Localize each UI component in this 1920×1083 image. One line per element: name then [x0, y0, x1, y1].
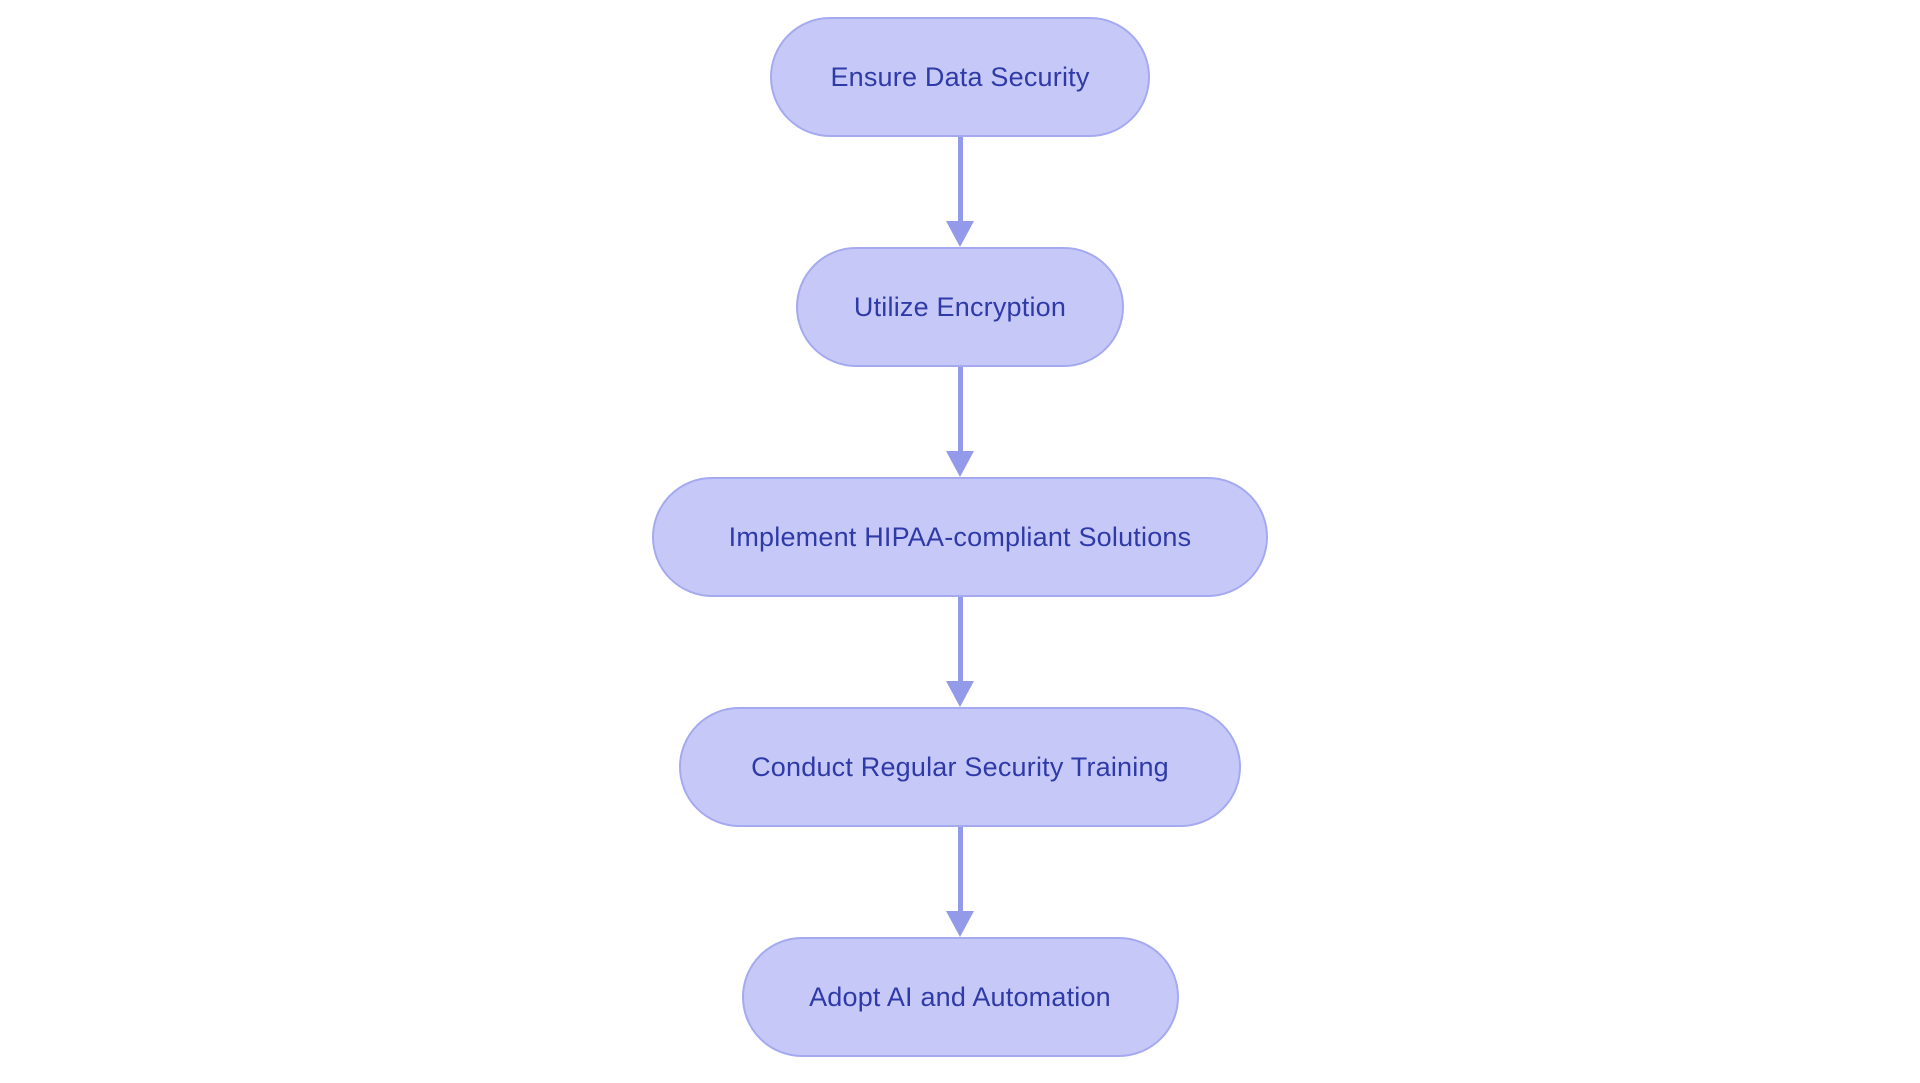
arrow-shaft [957, 137, 963, 221]
flow-node-ensure-data-security: Ensure Data Security [770, 17, 1150, 137]
flow-node-label: Conduct Regular Security Training [751, 751, 1169, 782]
arrow-head-down-icon [946, 911, 974, 937]
flow-node-label: Utilize Encryption [853, 291, 1067, 322]
flow-arrow [946, 367, 974, 477]
flow-arrow [946, 827, 974, 937]
flow-node-label: Ensure Data Security [830, 61, 1090, 92]
flow-node-label: Adopt AI and Automation [809, 981, 1111, 1012]
arrow-shaft [957, 827, 963, 911]
flow-node-adopt-ai-and-automation: Adopt AI and Automation [741, 937, 1179, 1057]
flow-arrow [946, 137, 974, 247]
arrow-shaft [957, 597, 963, 681]
flow-node-label: Implement HIPAA-compliant Solutions [728, 521, 1192, 552]
flow-node-implement-hipaa-compliant-solutions: Implement HIPAA-compliant Solutions [652, 477, 1268, 597]
arrow-head-down-icon [946, 681, 974, 707]
arrow-shaft [957, 367, 963, 451]
flow-node-utilize-encryption: Utilize Encryption [796, 247, 1124, 367]
flow-node-conduct-regular-security-training: Conduct Regular Security Training [679, 707, 1241, 827]
flow-arrow [946, 597, 974, 707]
arrow-head-down-icon [946, 451, 974, 477]
arrow-head-down-icon [946, 221, 974, 247]
